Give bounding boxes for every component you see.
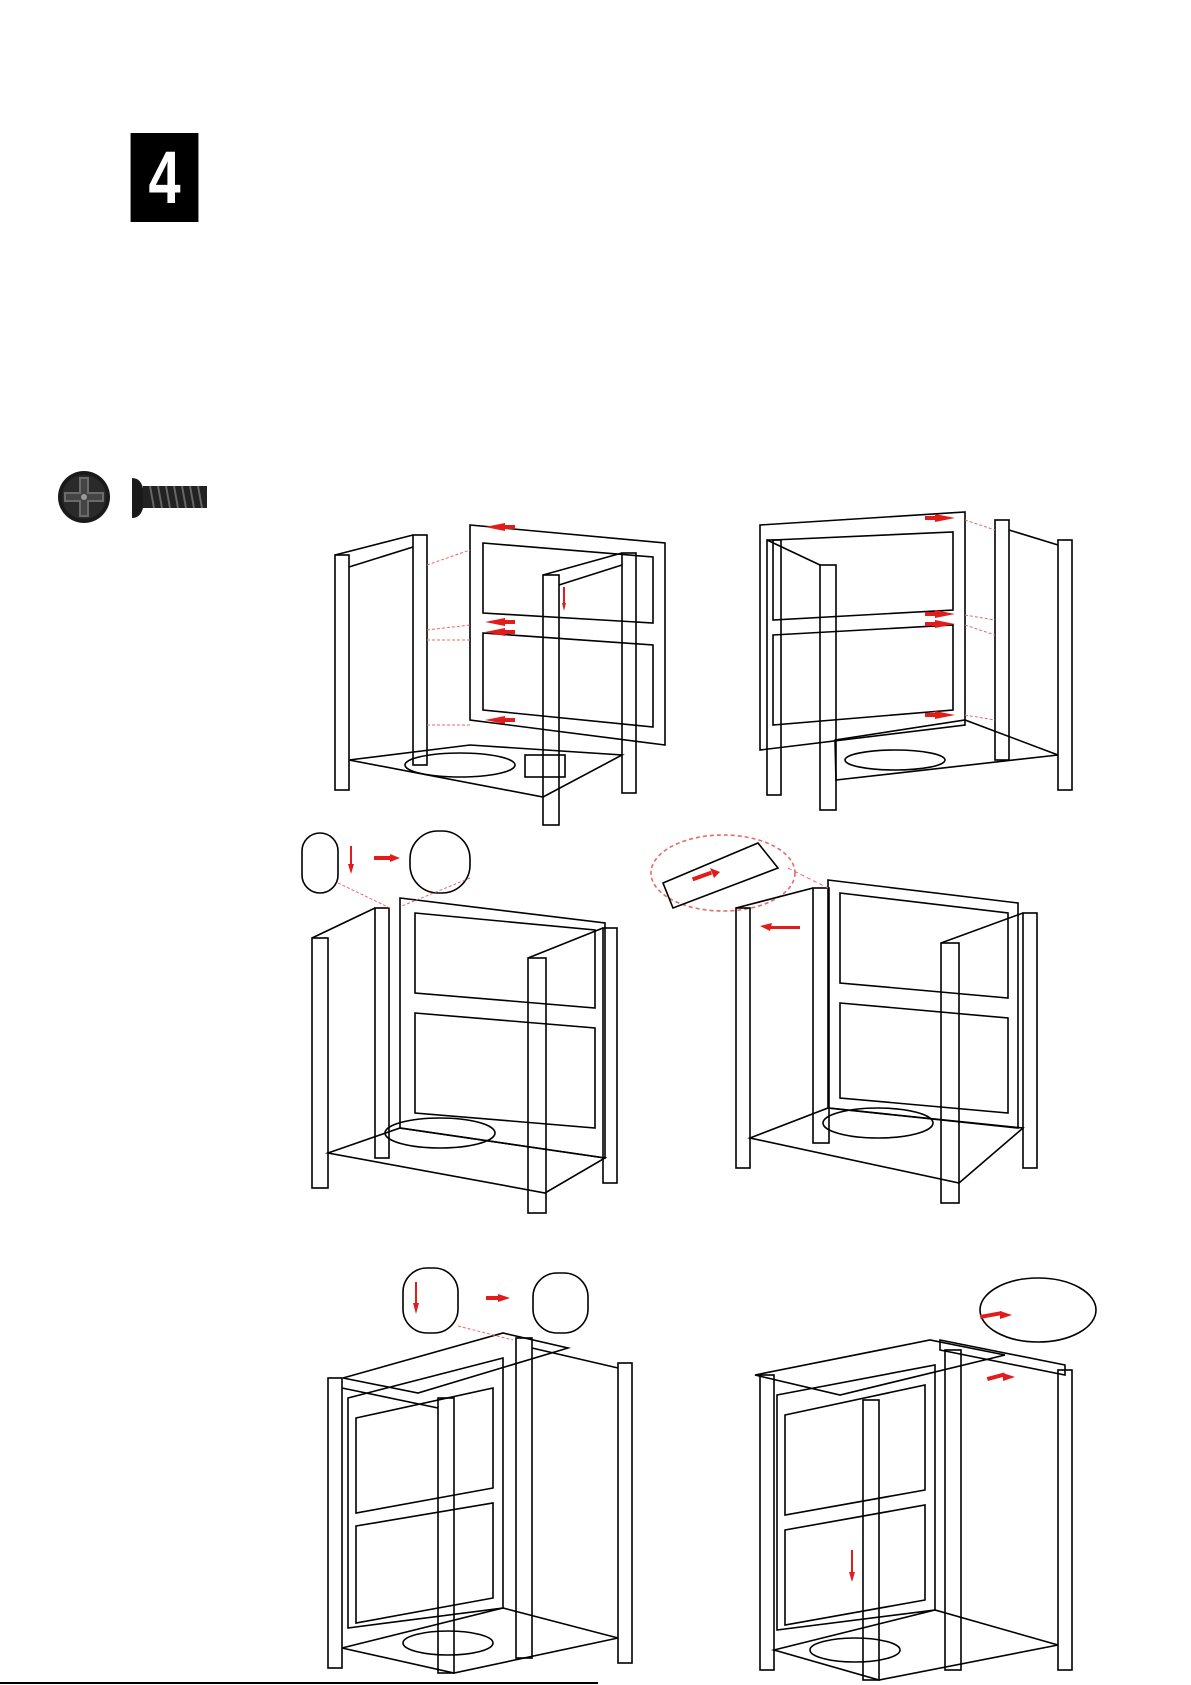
- panel-1: [325, 515, 665, 835]
- panel-3: [300, 828, 640, 1218]
- footer-rule: [0, 1682, 598, 1684]
- cabinet-frame-icon: [325, 515, 665, 835]
- step-number-badge: 4: [131, 133, 199, 222]
- panel-5: [318, 1268, 658, 1678]
- cabinet-frame-icon: [318, 1268, 658, 1678]
- cabinet-frame-icon: [755, 1280, 1095, 1680]
- panel-4: [648, 828, 1068, 1218]
- screw-side-icon: [130, 474, 210, 522]
- cabinet-frame-icon: [648, 828, 1068, 1218]
- step-number: 4: [148, 135, 180, 220]
- cabinet-frame-icon: [755, 510, 1095, 810]
- panel-2: [755, 510, 1095, 810]
- cabinet-frame-icon: [300, 828, 640, 1218]
- panel-6: [755, 1280, 1095, 1680]
